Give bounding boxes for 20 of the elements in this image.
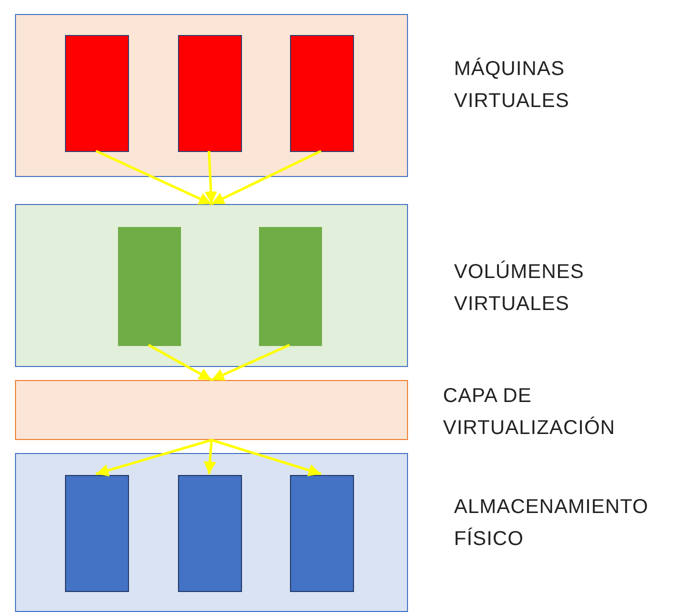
arrow xyxy=(204,150,218,204)
block xyxy=(259,227,322,346)
block xyxy=(118,227,181,346)
arrow xyxy=(210,150,322,206)
arrow xyxy=(210,344,290,382)
block xyxy=(290,475,354,592)
arrow xyxy=(96,438,212,476)
block xyxy=(178,35,242,152)
layer-label: ALMACENAMIENTO FÍSICO xyxy=(454,495,650,552)
block xyxy=(65,35,129,152)
arrow xyxy=(211,438,322,476)
layer-label: MÁQUINAS VIRTUALES xyxy=(454,56,570,114)
block xyxy=(178,475,242,592)
block xyxy=(65,475,129,592)
arrow xyxy=(95,150,212,206)
arrow xyxy=(148,344,212,382)
block xyxy=(290,35,354,152)
layer-label: VOLÚMENES VIRTUALES xyxy=(454,260,586,317)
layer-label: CAPA DE VIRTUALIZACIÓN xyxy=(443,384,616,441)
arrow xyxy=(204,440,216,474)
